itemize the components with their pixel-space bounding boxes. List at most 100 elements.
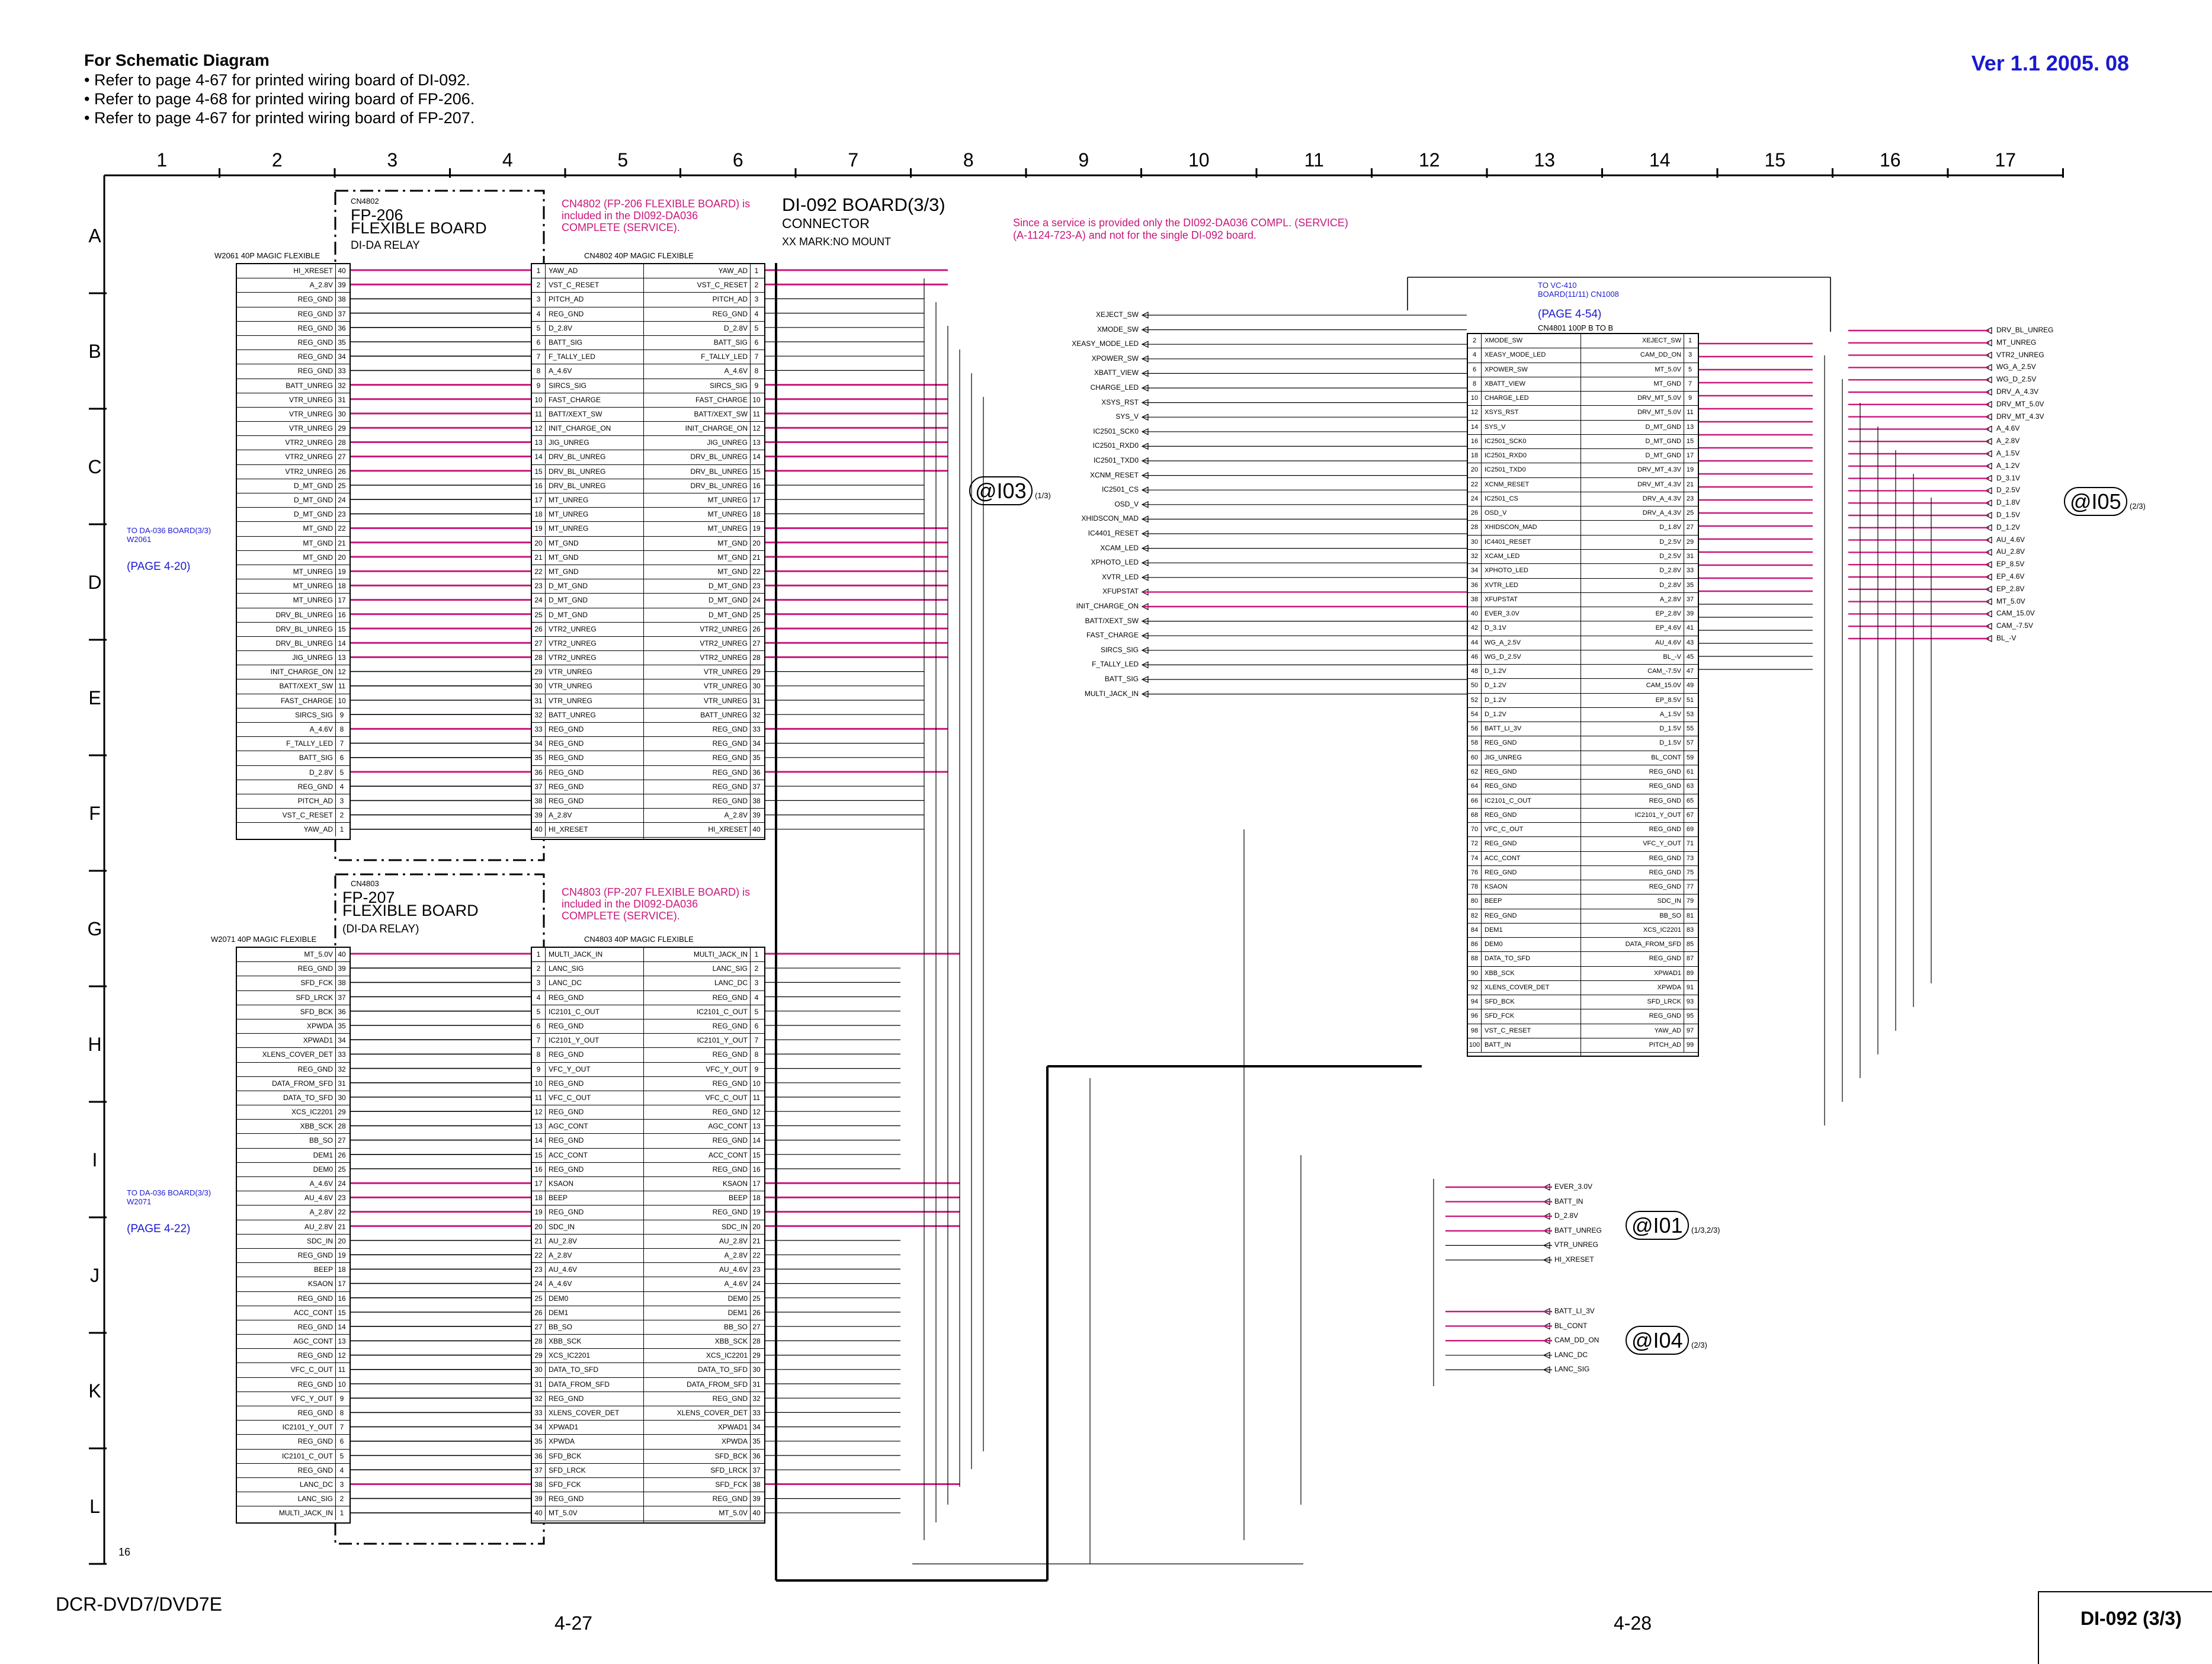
pin-signal: VST_C_RESET: [1485, 1027, 1531, 1034]
pin-number: 22: [750, 565, 762, 579]
pin-signal: REG_GND: [549, 1021, 584, 1030]
pin-signal: XLENS_COVER_DET: [262, 1050, 333, 1059]
io-signal-label: BATT/XEXT_SW: [1085, 616, 1139, 625]
pin-number: 6: [335, 751, 348, 765]
pin-signal: D_1.8V: [1659, 524, 1681, 531]
pin-signal: REG_GND: [1649, 854, 1681, 862]
pin-number: 57: [1684, 736, 1696, 751]
pin-number: 13: [750, 1120, 762, 1134]
pin-number: 2: [335, 809, 348, 823]
pin-signal: VTR2_UNREG: [700, 624, 748, 633]
pin-number: 1: [750, 264, 762, 278]
pin-number: 24: [532, 1277, 546, 1291]
pin-signal: SFD_LRCK: [296, 993, 333, 1002]
pin-signal: SFD_FCK: [1485, 1012, 1515, 1020]
pin-number: 4: [532, 307, 546, 321]
pin-number: 40: [335, 948, 348, 961]
pin-signal: DRV_A_4.3V: [1642, 509, 1681, 517]
pin-number: 5: [532, 1005, 546, 1019]
pin-signal: REG_GND: [297, 1065, 333, 1073]
pin-signal: MT_GND: [717, 567, 748, 576]
fp207-service-note: CN4803 (FP-207 FLEXIBLE BOARD) is includ…: [562, 886, 751, 922]
pin-number: 33: [750, 723, 762, 736]
pin-number: 34: [1468, 564, 1482, 578]
pin-number: 21: [532, 550, 546, 565]
pin-signal: AU_2.8V: [304, 1222, 333, 1231]
pin-number: 30: [750, 1363, 762, 1377]
pin-signal: MT_GND: [549, 538, 579, 547]
pin-signal: XPWDA: [306, 1021, 333, 1030]
pin-signal: REG_GND: [1649, 783, 1681, 790]
pin-number: 33: [335, 1048, 348, 1062]
pin-signal: WG_D_2.5V: [1485, 653, 1521, 661]
pin-number: 20: [532, 1220, 546, 1234]
fp207-title: FP-207: [342, 889, 395, 906]
grid-col-6: 6: [732, 149, 743, 171]
grid-row-G: G: [87, 918, 102, 940]
connector-divider: [643, 948, 644, 1522]
pin-number: 38: [1468, 592, 1482, 607]
pin-number: 27: [335, 450, 348, 464]
pin-signal: XPWAD1: [1653, 969, 1681, 977]
pin-number: 22: [532, 1248, 546, 1262]
pin-signal: WG_A_2.5V: [1485, 639, 1521, 646]
ref-i04: @I04 (2/3): [1626, 1326, 1707, 1355]
pin-number: 13: [1684, 420, 1696, 434]
pin-signal: D_MT_GND: [1645, 452, 1681, 460]
pin-signal: D_1.2V: [1485, 696, 1506, 704]
pin-signal: D_MT_GND: [708, 582, 748, 591]
pin-number: 59: [1684, 751, 1696, 765]
io-signal-label: XMODE_SW: [1097, 325, 1139, 334]
pin-number: 29: [532, 665, 546, 679]
pin-number: 15: [750, 1148, 762, 1162]
io-signal-label: XCAM_LED: [1100, 543, 1139, 552]
pin-number: 1: [532, 264, 546, 278]
pin-signal: SFD_FCK: [300, 979, 333, 988]
pin-number: 33: [532, 1406, 546, 1420]
io-signal-label: IC2501_TXD0: [1093, 456, 1139, 464]
grid-row-D: D: [88, 571, 102, 593]
io-signal-label: DRV_MT_4.3V: [1996, 412, 2044, 421]
pin-number: 38: [750, 1477, 762, 1492]
pin-number: 1: [335, 823, 348, 837]
pin-signal: D_2.8V: [1659, 581, 1681, 589]
io-signal-label: WG_A_2.5V: [1996, 363, 2036, 371]
pin-signal: MT_GND: [717, 553, 748, 562]
pin-signal: HI_XRESET: [549, 825, 588, 834]
io-signal-label: XPHOTO_LED: [1091, 558, 1139, 567]
grid-col-12: 12: [1418, 149, 1440, 171]
fp206-subtitle: FLEXIBLE BOARD: [351, 219, 487, 237]
pin-number: 22: [750, 1248, 762, 1262]
pin-signal: XLENS_COVER_DET: [549, 1409, 620, 1417]
pin-number: 5: [750, 321, 762, 335]
pin-signal: VFC_Y_OUT: [291, 1394, 333, 1403]
pin-number: 29: [750, 665, 762, 679]
pin-number: 19: [532, 1205, 546, 1220]
pin-number: 53: [1684, 707, 1696, 722]
pin-number: 64: [1468, 780, 1482, 794]
pin-signal: MT_GND: [549, 553, 579, 562]
pin-signal: FAST_CHARGE: [549, 395, 601, 404]
pin-signal: AGC_CONT: [293, 1337, 333, 1346]
pin-number: 11: [532, 1091, 546, 1105]
pin-number: 16: [335, 608, 348, 622]
pin-number: 95: [1684, 1009, 1696, 1024]
